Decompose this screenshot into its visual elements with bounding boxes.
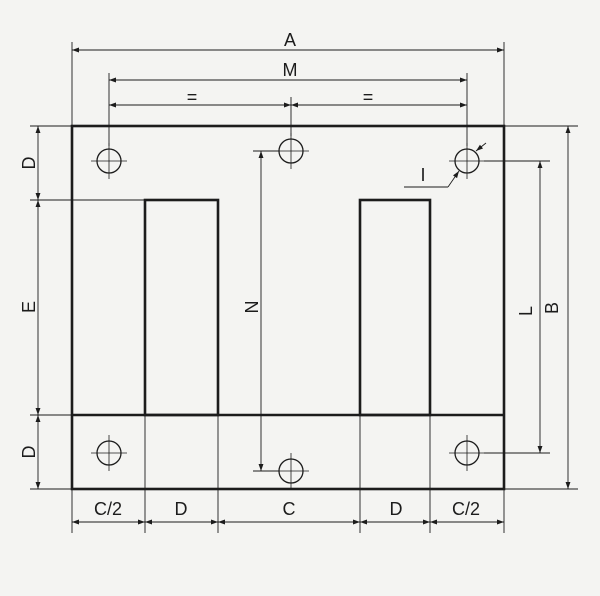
label-d-bottom: D — [19, 446, 39, 459]
label-b: B — [542, 302, 562, 314]
label-eq-right: = — [363, 87, 374, 107]
hole-bottom-left — [91, 435, 127, 471]
outer-frame — [70, 124, 506, 491]
hole-top-right — [449, 143, 485, 179]
label-a: A — [284, 30, 296, 50]
label-d-top: D — [19, 157, 39, 170]
extension-lines-bottom — [71, 415, 505, 533]
extension-lines-left — [30, 125, 145, 490]
hole-bottom-right — [449, 435, 485, 471]
extension-lines-top — [71, 42, 505, 146]
label-d-right: D — [390, 499, 403, 519]
label-c: C — [283, 499, 296, 519]
label-i: I — [420, 165, 425, 185]
label-l: L — [516, 306, 536, 316]
label-m: M — [283, 60, 298, 80]
label-d-left: D — [175, 499, 188, 519]
label-n: N — [242, 301, 262, 314]
label-e: E — [19, 301, 39, 313]
left-window — [143, 198, 220, 417]
hole-top-left — [91, 143, 127, 179]
right-window — [358, 198, 432, 417]
label-c-half-right: C/2 — [452, 499, 480, 519]
leader-i — [404, 142, 487, 188]
label-eq-left: = — [187, 87, 198, 107]
label-c-half-left: C/2 — [94, 499, 122, 519]
